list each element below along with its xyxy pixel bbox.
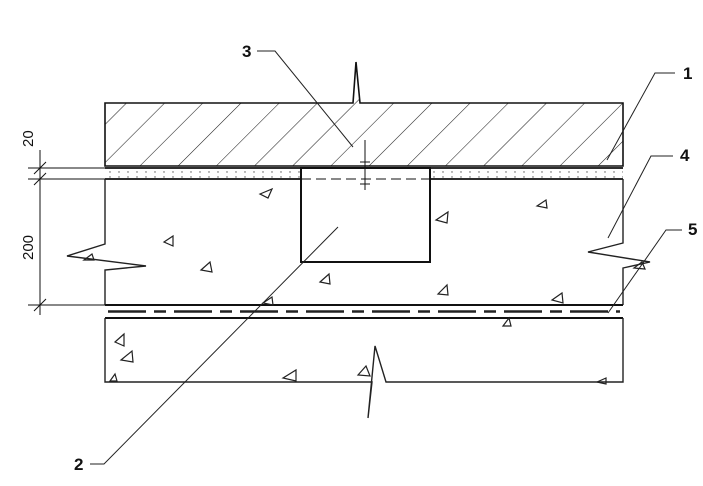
concrete-slab	[66, 179, 651, 305]
base-layer	[104, 318, 624, 419]
leader-lines	[90, 50, 682, 465]
dimension-lines	[28, 150, 105, 315]
dimension-slab-label: 200	[20, 235, 37, 260]
callout-4: 4	[680, 146, 690, 165]
dimension-top-layer-label: 20	[20, 130, 37, 147]
insert-block	[300, 140, 431, 263]
callout-1: 1	[683, 64, 692, 83]
hatched-top-layer	[104, 61, 624, 167]
aggregate-symbols	[82, 187, 646, 385]
reinforcement-layer	[105, 304, 623, 319]
callout-5: 5	[688, 220, 697, 239]
callout-3: 3	[242, 42, 251, 61]
callout-2: 2	[74, 455, 83, 474]
